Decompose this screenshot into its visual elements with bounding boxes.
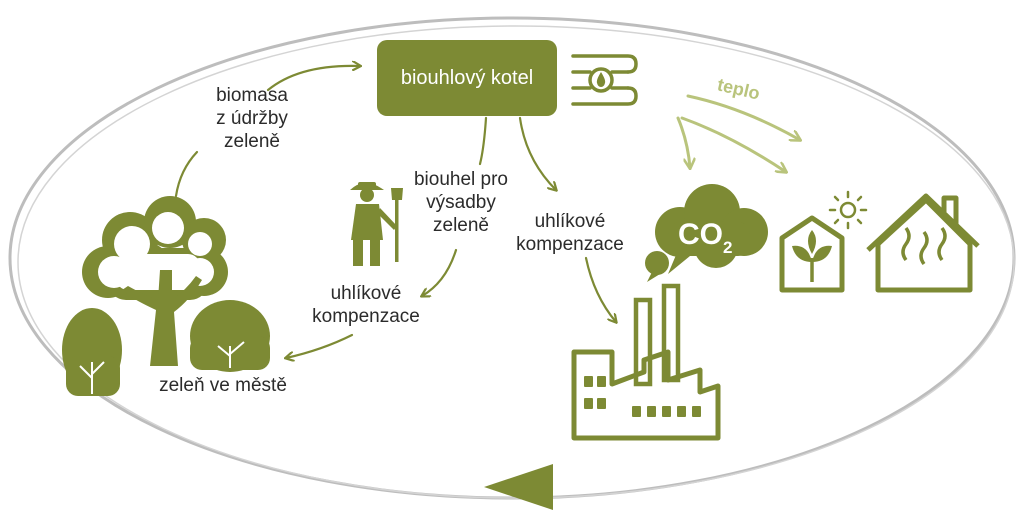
seedling-icon xyxy=(792,230,832,282)
house-icon xyxy=(866,193,980,293)
arrow-offset-to-factory xyxy=(584,256,616,322)
boiler-label: biouhlový kotel xyxy=(400,66,534,89)
arrow-biochar-to-offset xyxy=(422,248,458,296)
arrow-heat-2 xyxy=(680,116,786,172)
cycle-arrow-icon xyxy=(484,464,553,510)
biomass-label: biomasa z údržby zeleně xyxy=(216,85,288,152)
arrow-biomass-to-boiler xyxy=(266,66,360,92)
arrow-boiler-to-offset xyxy=(518,116,556,190)
city-green-label: zeleň ve městě xyxy=(159,375,287,396)
arrow-heat-1 xyxy=(686,94,800,140)
trees-icon xyxy=(62,196,270,396)
gardener-icon xyxy=(350,182,403,266)
greenhouse-icon xyxy=(779,215,845,293)
arrow-boiler-to-biochar xyxy=(478,116,488,166)
co2-label: CO2 xyxy=(678,218,732,257)
heat-exchanger-icon xyxy=(571,54,638,106)
arrow-trees-to-biomass xyxy=(174,150,199,198)
factory-icon xyxy=(571,283,721,441)
offset-left-label: uhlíkové kompenzace xyxy=(312,283,420,327)
arrow-heat-3 xyxy=(676,116,690,168)
arrow-offset-to-green xyxy=(286,333,354,358)
boiler-box: biouhlový kotel xyxy=(377,40,557,116)
cycle-ring xyxy=(8,16,1016,500)
biochar-label: biouhel pro výsadby zeleně xyxy=(413,169,509,236)
sun-icon xyxy=(828,190,868,230)
offset-right-label: uhlíkové kompenzace xyxy=(516,211,624,255)
co2-cloud-icon xyxy=(645,184,768,282)
